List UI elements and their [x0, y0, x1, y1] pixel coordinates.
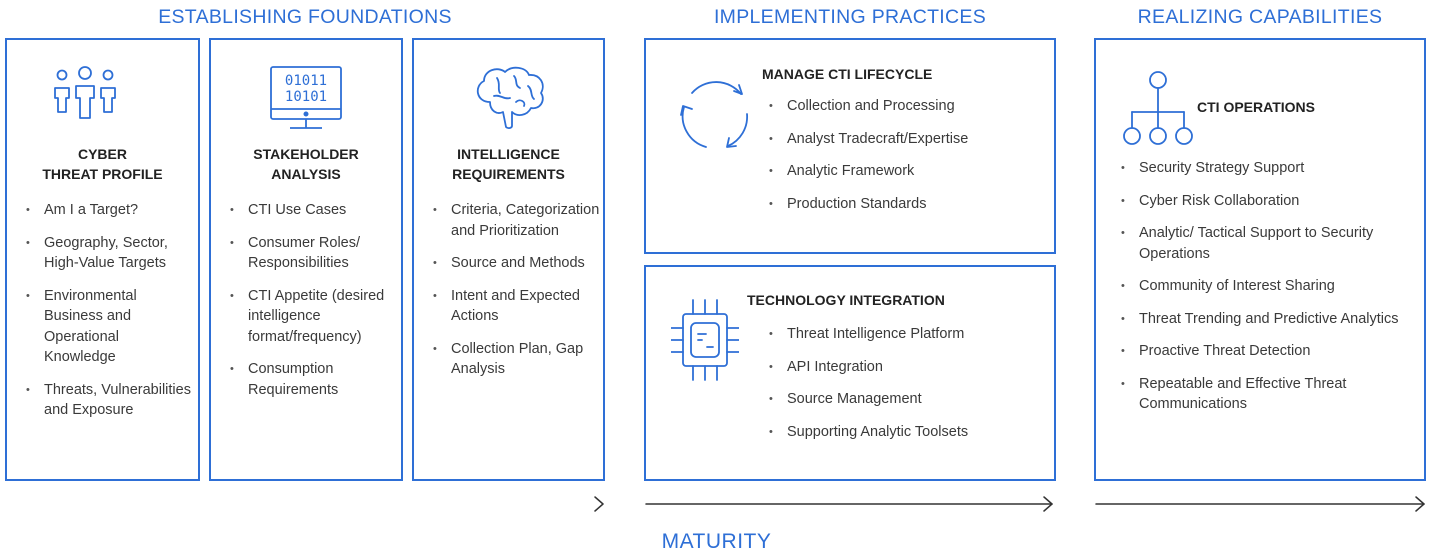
title-line: THREAT PROFILE: [42, 166, 163, 182]
bullet-list-requirements: Criteria, Categorization and Prioritizat…: [430, 200, 602, 392]
list-item: Consumer Roles/ Responsibilities: [227, 233, 397, 274]
list-item: Proactive Threat Detection: [1118, 341, 1418, 362]
list-item: API Integration: [766, 357, 1046, 378]
list-item: Analytic/ Tactical Support to Security O…: [1118, 223, 1418, 264]
title-line: ANALYSIS: [271, 166, 341, 182]
list-item: Repeatable and Effective Threat Communic…: [1118, 374, 1418, 415]
card-title-manage-cti-lifecycle: MANAGE CTI LIFECYCLE: [762, 66, 933, 82]
section-title-foundations: ESTABLISHING FOUNDATIONS: [158, 6, 452, 28]
brain-icon: [476, 66, 544, 129]
card-intelligence-requirements: INTELLIGENCE REQUIREMENTS Criteria, Cate…: [412, 38, 605, 481]
maturity-arrow-practices: [645, 496, 1053, 512]
list-item: Source and Methods: [430, 253, 602, 274]
org-hierarchy-icon: [1123, 71, 1193, 145]
list-item: Am I a Target?: [23, 200, 193, 221]
maturity-label: MATURITY: [661, 530, 772, 553]
card-title-technology-integration: TECHNOLOGY INTEGRATION: [747, 292, 945, 308]
list-item: Community of Interest Sharing: [1118, 276, 1418, 297]
title-line: INTELLIGENCE: [457, 146, 560, 162]
title-line: CYBER: [77, 146, 127, 162]
list-item: Environmental Business and Operational K…: [23, 286, 193, 368]
cycle-arrows-icon: [680, 81, 748, 148]
title-line: REQUIREMENTS: [452, 166, 565, 182]
list-item: Analyst Tradecraft/Expertise: [766, 129, 1046, 150]
list-item: Supporting Analytic Toolsets: [766, 422, 1046, 443]
card-title-intelligence-requirements: INTELLIGENCE REQUIREMENTS: [414, 144, 603, 184]
list-item: Intent and Expected Actions: [430, 286, 602, 327]
monitor-binary-line2: 10101: [285, 89, 327, 105]
card-cyber-threat-profile: CYBER THREAT PROFILE Am I a Target? Geog…: [5, 38, 200, 481]
list-item: Threat Intelligence Platform: [766, 324, 1046, 345]
bullet-list-technology: Threat Intelligence Platform API Integra…: [766, 324, 1046, 454]
maturity-arrow-foundations: [5, 496, 604, 512]
chip-icon: [671, 299, 739, 381]
list-item: Threats, Vulnerabilities and Exposure: [23, 380, 193, 421]
card-title-cyber-threat-profile: CYBER THREAT PROFILE: [7, 144, 198, 184]
list-item: Source Management: [766, 389, 1046, 410]
monitor-binary-line1: 01011: [285, 73, 327, 89]
list-item: Geography, Sector, High-Value Targets: [23, 233, 193, 274]
card-technology-integration: TECHNOLOGY INTEGRATION Threat Intelligen…: [644, 265, 1056, 481]
bullet-list-threat-profile: Am I a Target? Geography, Sector, High-V…: [23, 200, 193, 433]
card-title-cti-operations: CTI OPERATIONS: [1197, 99, 1315, 115]
binary-monitor-icon: 01011 10101: [270, 66, 342, 129]
maturity-arrow-capabilities: [1095, 496, 1425, 512]
bullet-list-stakeholder: CTI Use Cases Consumer Roles/ Responsibi…: [227, 200, 397, 412]
list-item: Cyber Risk Collaboration: [1118, 191, 1418, 212]
card-manage-cti-lifecycle: MANAGE CTI LIFECYCLE Collection and Proc…: [644, 38, 1056, 254]
list-item: Analytic Framework: [766, 161, 1046, 182]
bullet-list-operations: Security Strategy Support Cyber Risk Col…: [1118, 158, 1418, 427]
list-item: Collection and Processing: [766, 96, 1046, 117]
list-item: Collection Plan, Gap Analysis: [430, 339, 602, 380]
list-item: Consumption Requirements: [227, 359, 397, 400]
card-cti-operations: CTI OPERATIONS Security Strategy Support…: [1094, 38, 1426, 481]
list-item: CTI Appetite (desired intelligence forma…: [227, 286, 397, 348]
card-stakeholder-analysis: 01011 10101 STAKEHOLDER ANALYSIS CTI Use…: [209, 38, 403, 481]
section-title-capabilities: REALIZING CAPABILITIES: [1137, 6, 1383, 28]
list-item: Criteria, Categorization and Prioritizat…: [430, 200, 602, 241]
list-item: Security Strategy Support: [1118, 158, 1418, 179]
bullet-list-lifecycle: Collection and Processing Analyst Tradec…: [766, 96, 1046, 226]
section-title-practices: IMPLEMENTING PRACTICES: [713, 6, 987, 28]
list-item: Threat Trending and Predictive Analytics: [1118, 309, 1418, 330]
title-line: STAKEHOLDER: [253, 146, 359, 162]
list-item: Production Standards: [766, 194, 1046, 215]
people-icon: [54, 66, 116, 119]
list-item: CTI Use Cases: [227, 200, 397, 221]
card-title-stakeholder-analysis: STAKEHOLDER ANALYSIS: [211, 144, 401, 184]
